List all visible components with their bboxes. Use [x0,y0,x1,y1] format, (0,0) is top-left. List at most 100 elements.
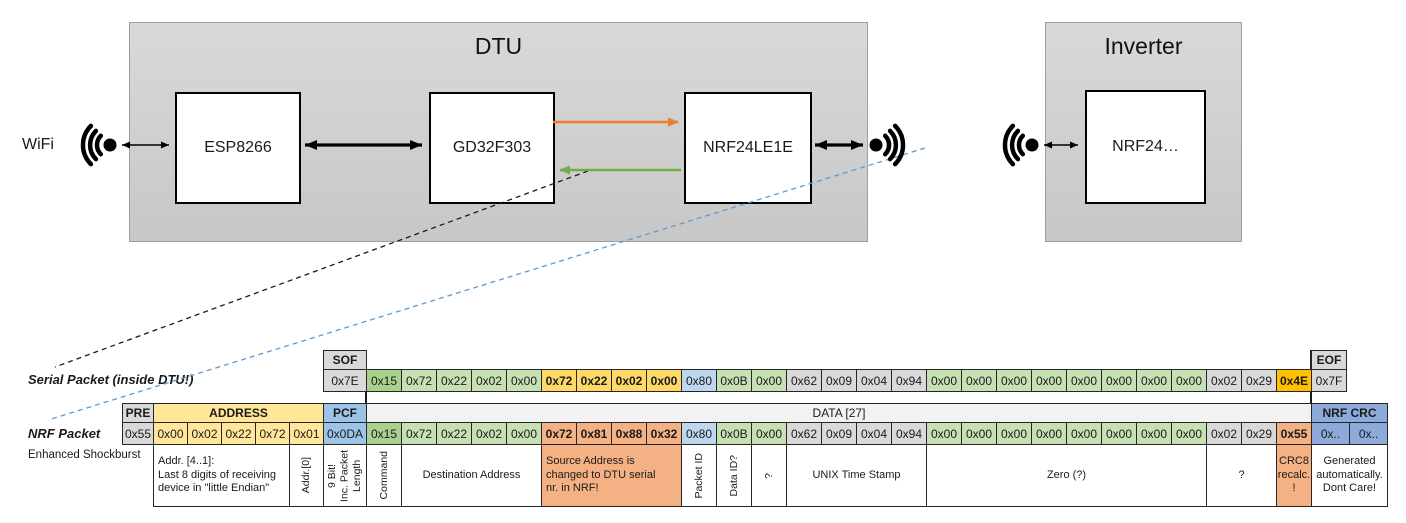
nrf-byte-cell: 0x00 [506,422,542,445]
nrf-crc-byte-cell: 0x.. [1311,422,1350,445]
pre-header-cell: PRE [122,403,154,423]
annotation-cell-addr0: Addr.[0] [289,444,324,507]
nrf-byte-cell: 0x62 [786,422,822,445]
serial-byte-cell: 0x00 [751,369,787,392]
annotation-cell-crc8: CRC8 recalc. ! [1276,444,1312,507]
serial-byte-cell: 0x00 [996,369,1032,392]
annotation-cell-pcf: 9 Bit! Inc. Packet Length [323,444,367,507]
serial-byte-cell: 0x00 [1136,369,1172,392]
nrf-crc-header-cell: NRF CRC [1311,403,1388,423]
serial-byte-cell: 0x72 [541,369,577,392]
nrf-byte-cell: 0x72 [401,422,437,445]
nrf-crc-byte-cell: 0x.. [1349,422,1388,445]
nrf-byte-cell: 0x00 [961,422,997,445]
address-header-cell: ADDRESS [153,403,324,423]
nrf-packet-header-row: PRE ADDRESS PCF DATA [27] NRF CRC [122,403,1388,423]
nrf-byte-cell: 0x00 [996,422,1032,445]
serial-byte-cell: 0x00 [1171,369,1207,392]
nrf-byte-cell: 0x02 [471,422,507,445]
serial-byte-cell: 0x00 [926,369,962,392]
nrf-byte-cell: 0x32 [646,422,682,445]
serial-byte-cell: 0x00 [1101,369,1137,392]
eof-value-cell: 0x7F [1311,369,1347,392]
annotation-cell-unknown1: ? [751,444,787,507]
serial-byte-cell: 0x22 [436,369,472,392]
nrf-byte-cell: 0x81 [576,422,612,445]
serial-byte-cell: 0x72 [401,369,437,392]
serial-byte-cell: 0x94 [891,369,927,392]
address-byte-cell: 0x00 [153,422,188,445]
inverter-radio-waves-icon [1002,123,1039,167]
nrf-byte-cell: 0x0B [716,422,752,445]
nrf-packet-label: NRF Packet [28,426,101,441]
serial-byte-cell: 0x62 [786,369,822,392]
nrf-byte-cell: 0x00 [1101,422,1137,445]
annotation-cell-generated: Generated automatically. Dont Care! [1311,444,1388,507]
nrf-byte-cell: 0x00 [1171,422,1207,445]
radio-waves-icon [869,123,906,167]
nrf-byte-cell: 0x00 [1136,422,1172,445]
dtu-title: DTU [474,33,523,59]
serial-byte-cell: 0x15 [366,369,402,392]
serial-byte-cell: 0x02 [611,369,647,392]
serial-byte-cell: 0x22 [576,369,612,392]
annotation-cell-data-id: Data ID? [716,444,752,507]
wifi-label: WiFi [22,136,54,153]
esp8266-box: ESP8266 [175,92,301,204]
annotation-cell-command: Command [366,444,402,507]
serial-byte-cell: 0x00 [506,369,542,392]
serial-byte-cell: 0x00 [1066,369,1102,392]
annotation-cell-addr41: Addr. [4..1]: Last 8 digits of receiving… [153,444,290,507]
sof-header-cell: SOF [323,350,367,370]
address-byte-cell: 0x01 [289,422,324,445]
serial-byte-cell: 0x00 [646,369,682,392]
wifi-icon [80,123,117,167]
serial-byte-cell: 0x09 [821,369,857,392]
nrf-byte-cell: 0x22 [436,422,472,445]
serial-byte-cell: 0x02 [471,369,507,392]
inverter-title: Inverter [1104,33,1183,59]
serial-packet-label: Serial Packet (inside DTU!) [28,372,194,387]
nrf-byte-cell: 0x29 [1241,422,1277,445]
annotation-cell-destination: Destination Address [401,444,542,507]
annotation-cell-zero: Zero (?) [926,444,1207,507]
data-end-connector-line [1310,350,1312,444]
pcf-value-cell: 0x0DA [323,422,367,445]
serial-byte-cell: 0x04 [856,369,892,392]
serial-byte-cell: 0x80 [681,369,717,392]
nrf24le1e-box: NRF24LE1E [684,92,812,204]
serial-byte-cell: 0x29 [1241,369,1277,392]
nrf-byte-cell: 0x02 [1206,422,1242,445]
data-header-cell: DATA [27] [366,403,1312,423]
address-byte-cell: 0x02 [187,422,222,445]
nrf-byte-cell: 0x00 [1066,422,1102,445]
nrf-byte-cell: 0x00 [1031,422,1067,445]
annotation-cell-unix-timestamp: UNIX Time Stamp [786,444,927,507]
serial-byte-cell: 0x0B [716,369,752,392]
address-byte-cell: 0x72 [255,422,290,445]
serial-byte-cell: 0x00 [961,369,997,392]
enhanced-shockburst-label: Enhanced Shockburst [28,449,141,461]
nrf-byte-cell: 0x00 [751,422,787,445]
pcf-header-cell: PCF [323,403,367,423]
serial-byte-cell: 0x02 [1206,369,1242,392]
eof-header-cell: EOF [1311,350,1347,370]
gd32f303-box: GD32F303 [429,92,555,204]
annotation-cell-unknown2: ? [1206,444,1277,507]
nrf-byte-cell: 0x94 [891,422,927,445]
nrf-byte-cell: 0x80 [681,422,717,445]
annotation-cell-packet-id: Packet ID [681,444,717,507]
serial-byte-cell: 0x4E [1276,369,1312,392]
nrf-byte-cell: 0x55 [1276,422,1312,445]
annotation-cell-source: Source Address is changed to DTU serial … [541,444,682,507]
address-byte-cell: 0x22 [221,422,256,445]
serial-byte-cell: 0x00 [1031,369,1067,392]
nrf-byte-cell: 0x04 [856,422,892,445]
nrf-byte-cell: 0x15 [366,422,402,445]
pre-value-cell: 0x55 [122,422,154,445]
nrf-byte-cell: 0x88 [611,422,647,445]
nrf-byte-cell: 0x09 [821,422,857,445]
